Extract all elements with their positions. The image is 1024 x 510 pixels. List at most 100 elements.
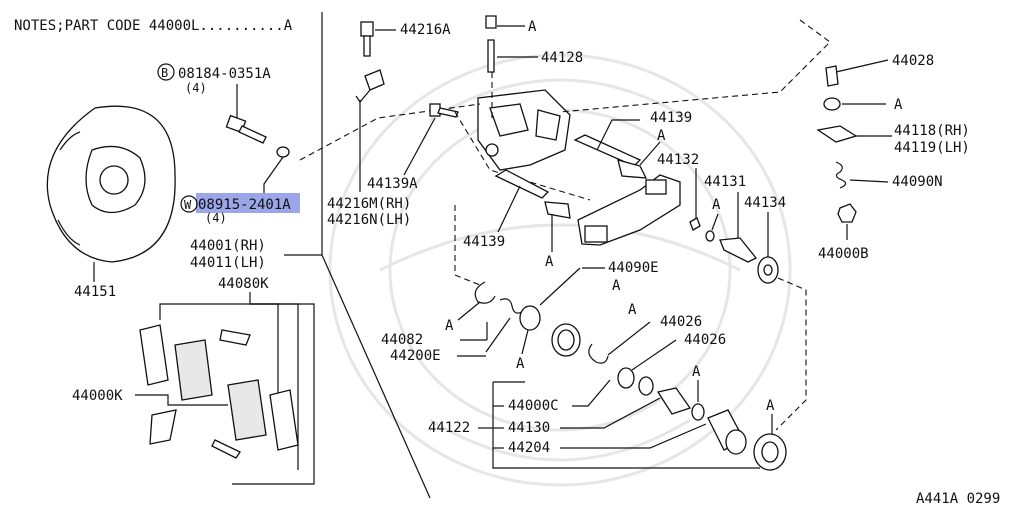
leader-08915 [263,156,284,195]
leader-44000c [572,379,611,407]
label-44122: 44122 [428,420,470,436]
highlight-08915 [196,193,300,213]
label-44132: 44132 [657,152,699,168]
screw-44028[interactable] [825,65,839,87]
leader-44139a [403,117,436,176]
seal-44026[interactable] [617,367,635,389]
label-a-44090e-1: A [612,278,621,294]
bracket-44216m[interactable] [355,69,385,104]
label-a-44090e-2: A [628,302,637,318]
leader-44130 [560,397,661,429]
label-44118: 44118(RH) [894,123,970,139]
label-44000k: 44000K [72,388,123,404]
bleeder-44131[interactable] [705,230,758,263]
leader-a-44131 [711,213,719,231]
label-a-44200e: A [516,356,525,372]
piston-seal[interactable] [638,376,654,396]
label-a-44028: A [894,97,903,113]
label-44082: 44082 [381,332,423,348]
bracket-44080k-outer [232,303,315,485]
label-a-44131: A [712,197,721,213]
spring-44090n[interactable] [835,161,847,189]
label-44139-lower: 44139 [463,234,505,250]
label-44090e: 44090E [608,260,659,276]
bolt-44139a[interactable] [429,103,459,118]
label-44128: 44128 [541,50,583,66]
boot-ring[interactable] [551,323,581,357]
label-08184-qty: (4) [185,81,207,95]
leader-a-44139-upper [639,141,661,166]
label-44139a: 44139A [367,176,418,192]
seal-44200e[interactable] [519,305,541,331]
label-08915[interactable]: 08915-2401A [198,197,291,213]
circle-w-letter: W [184,198,192,212]
label-44151: 44151 [74,284,116,300]
guide-dash-3 [559,19,831,113]
label-44026-2: 44026 [684,332,726,348]
part-code-note: NOTES;PART CODE 44000L..........A [14,18,293,34]
label-44216n: 44216N(LH) [327,212,411,228]
nut-a-44028[interactable] [823,97,841,111]
leader-44204 [560,423,707,449]
pin-44139-upper[interactable] [573,134,648,179]
clip-44118[interactable] [816,125,858,143]
label-44000b: 44000B [818,246,869,262]
label-44026-1: 44026 [660,314,702,330]
label-a-44139-lower: A [545,254,554,270]
label-44000c: 44000C [508,398,559,414]
cap-44134[interactable] [757,256,779,284]
pad-shim-set[interactable] [139,324,299,459]
guide-dash-5 [454,205,481,286]
seal-a-44026[interactable] [753,433,787,471]
circle-w-marker [180,195,198,213]
cylinder-44204[interactable] [707,409,747,455]
label-a-44204: A [692,364,701,380]
leader-a-44082 [457,301,481,321]
bleeder-44128[interactable] [485,15,497,73]
backing-plate-44151[interactable] [46,105,176,263]
label-44200e: 44200E [390,348,441,364]
circle-b-letter: B [161,66,168,80]
label-44134: 44134 [744,195,786,211]
label-a-44139-upper: A [657,128,666,144]
label-44216m: 44216M(RH) [327,196,411,212]
bolt-44216a[interactable] [360,21,374,57]
bolt-08184[interactable] [225,114,267,144]
pin-44139-lower[interactable] [494,169,571,219]
divider-diagonal [321,254,431,499]
label-44139-upper: 44139 [650,110,692,126]
label-a-44026: A [766,398,775,414]
caliper-bracket[interactable] [477,89,571,171]
retainer-ring[interactable] [588,343,609,364]
label-44001: 44001(RH) [190,238,266,254]
washer-08915[interactable] [276,146,290,158]
label-44028: 44028 [892,53,934,69]
leader-44000k [135,394,228,406]
caliper-support[interactable] [577,174,681,246]
snap-ring-44082[interactable] [474,281,496,304]
diagram-code: A441A 0299 [916,491,1000,507]
leader-44090e [539,267,581,306]
label-a-top: A [528,19,537,35]
label-44131: 44131 [704,174,746,190]
label-08184: 08184-0351A [178,66,271,82]
label-a-44082: A [445,318,454,334]
piston-44130[interactable] [656,387,705,421]
nut-44000b[interactable] [837,203,857,223]
label-44011: 44011(LH) [190,255,266,271]
bracket-44080k [159,292,251,320]
circle-b-marker [157,63,175,81]
leader-44139-upper [596,119,640,151]
leader-44026-2 [631,339,677,371]
bracket-44080k-inner [250,303,279,395]
guide-dash-4 [454,111,591,201]
leader-44200e [485,317,511,353]
label-44204: 44204 [508,440,550,456]
label-44119: 44119(LH) [894,140,970,156]
leader-a-44200e [521,329,529,355]
label-08915-qty: (4) [205,211,227,225]
leader-44028 [835,59,889,73]
clip-44132[interactable] [689,217,701,231]
label-44130: 44130 [508,420,550,436]
